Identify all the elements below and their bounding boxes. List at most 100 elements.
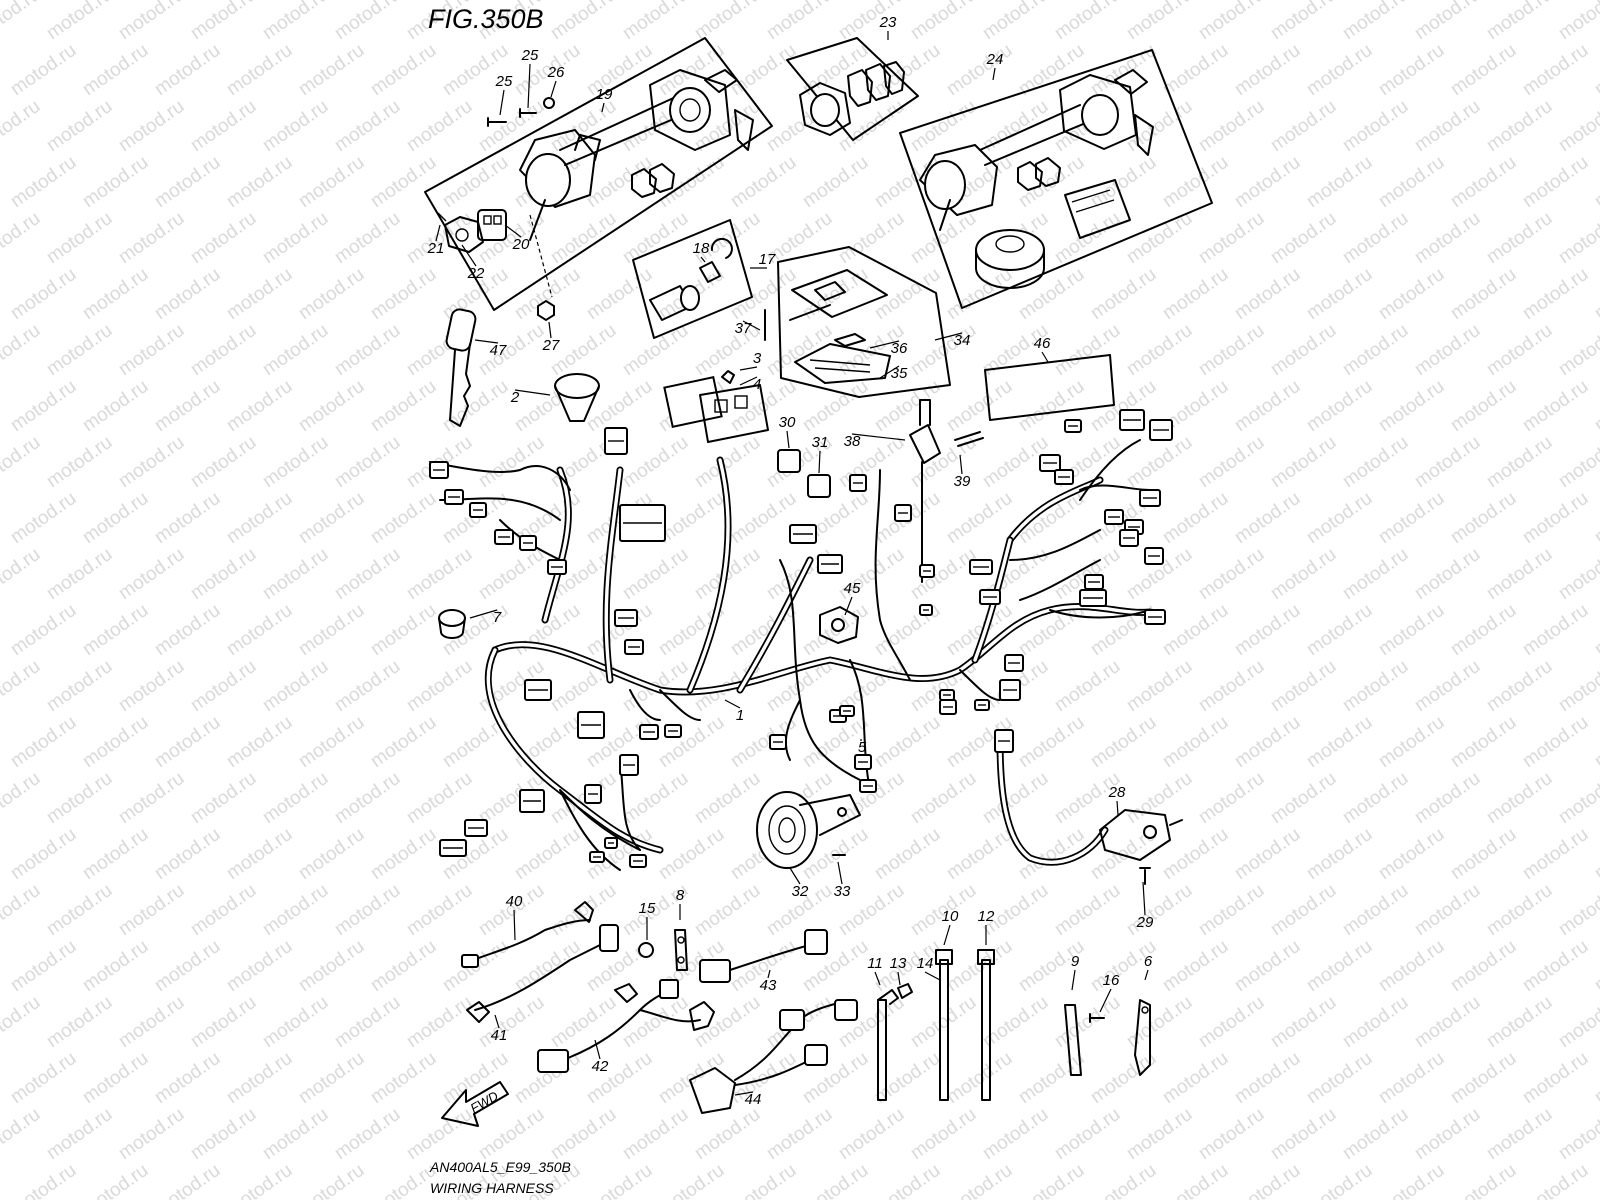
watermark-text: motod.ru — [331, 656, 404, 716]
watermark-text: motod.ru — [1231, 488, 1304, 548]
watermark-text: motod.ru — [79, 712, 152, 772]
part-2-grommet — [554, 373, 600, 422]
watermark-text: motod.ru — [295, 40, 368, 100]
watermark-text: motod.ru — [331, 768, 404, 828]
watermark-text: motod.ru — [43, 432, 116, 492]
callout-33: 33 — [834, 883, 851, 900]
watermark-text: motod.ru — [151, 376, 224, 436]
watermark-text: motod.ru — [619, 208, 692, 268]
watermark-text: motod.ru — [583, 1160, 656, 1200]
watermark-text: motod.ru — [619, 432, 692, 492]
watermark-text: motod.ru — [1195, 880, 1268, 940]
callout-leader-39 — [959, 454, 963, 475]
watermark-text: motod.ru — [1483, 880, 1556, 940]
watermark-text: motod.ru — [43, 768, 116, 828]
watermark-text: motod.ru — [1303, 712, 1376, 772]
callout-30: 30 — [779, 414, 796, 431]
callout-25: 25 — [521, 47, 539, 64]
watermark-text: motod.ru — [187, 880, 260, 940]
watermark-text: motod.ru — [1555, 1104, 1600, 1164]
watermark-text: motod.ru — [295, 1048, 368, 1108]
watermark-text: motod.ru — [1303, 1048, 1376, 1108]
watermark-text: motod.ru — [7, 40, 80, 100]
callout-13: 13 — [890, 955, 907, 972]
callout-leader-1 — [724, 699, 741, 709]
watermark-text: motod.ru — [0, 1104, 44, 1164]
watermark-text: motod.ru — [439, 40, 512, 100]
watermark-text: motod.ru — [79, 376, 152, 436]
callout-38: 38 — [844, 433, 861, 450]
watermark-text: motod.ru — [79, 264, 152, 324]
watermark-text: motod.ru — [259, 544, 332, 604]
watermark-text: motod.ru — [1519, 488, 1592, 548]
watermark-text: motod.ru — [1267, 208, 1340, 268]
watermark-text: motod.ru — [1195, 1104, 1268, 1164]
watermark-text: motod.ru — [1411, 768, 1484, 828]
watermark-text: motod.ru — [1411, 320, 1484, 380]
callout-leader-9 — [1071, 969, 1076, 991]
callout-10: 10 — [942, 908, 959, 925]
watermark-text: motod.ru — [115, 432, 188, 492]
callout-leader-27 — [548, 321, 552, 339]
callout-leader-18 — [700, 256, 706, 263]
watermark-text: motod.ru — [0, 320, 44, 380]
watermark-text: motod.ru — [1375, 1160, 1448, 1200]
watermark-text: motod.ru — [1591, 1160, 1600, 1200]
callout-35: 35 — [891, 365, 908, 382]
watermark-text: motod.ru — [619, 0, 692, 44]
watermark-text: motod.ru — [1375, 152, 1448, 212]
watermark-text: motod.ru — [7, 712, 80, 772]
watermark-text: motod.ru — [1231, 1160, 1304, 1200]
watermark-text: motod.ru — [403, 656, 476, 716]
watermark-text: motod.ru — [1483, 1104, 1556, 1164]
watermark-text: motod.ru — [979, 768, 1052, 828]
callout-24: 24 — [986, 51, 1004, 68]
watermark-text: motod.ru — [0, 208, 44, 268]
callout-29: 29 — [1136, 914, 1154, 931]
watermark-text: motod.ru — [223, 1048, 296, 1108]
part-7-clamp — [438, 609, 466, 639]
watermark-text: motod.ru — [0, 0, 44, 44]
watermark-text: motod.ru — [907, 544, 980, 604]
watermark-text: motod.ru — [115, 544, 188, 604]
watermark-text: motod.ru — [655, 1160, 728, 1200]
watermark-text: motod.ru — [1591, 376, 1600, 436]
watermark-text: motod.ru — [1375, 488, 1448, 548]
callout-42: 42 — [592, 1058, 609, 1075]
watermark-text: motod.ru — [1591, 1048, 1600, 1108]
watermark-text: motod.ru — [403, 544, 476, 604]
watermark-text: motod.ru — [115, 320, 188, 380]
watermark-text: motod.ru — [1267, 96, 1340, 156]
callout-5: 5 — [858, 739, 867, 756]
watermark-text: motod.ru — [547, 1104, 620, 1164]
watermark-text: motod.ru — [1015, 1160, 1088, 1200]
watermark-text: motod.ru — [1447, 488, 1520, 548]
watermark-text: motod.ru — [1483, 96, 1556, 156]
watermark-text: motod.ru — [1159, 712, 1232, 772]
watermark-text: motod.ru — [691, 208, 764, 268]
watermark-text: motod.ru — [547, 208, 620, 268]
watermark-text: motod.ru — [0, 656, 44, 716]
watermark-text: motod.ru — [259, 208, 332, 268]
callout-47: 47 — [490, 342, 507, 359]
watermark-text: motod.ru — [1303, 264, 1376, 324]
watermark-text: motod.ru — [331, 1104, 404, 1164]
watermark-text: motod.ru — [367, 488, 440, 548]
watermark-text: motod.ru — [1195, 96, 1268, 156]
watermark-text: motod.ru — [79, 824, 152, 884]
watermark-text: motod.ru — [547, 0, 620, 44]
watermark-text: motod.ru — [1015, 264, 1088, 324]
callout-32: 32 — [792, 883, 809, 900]
watermark-text: motod.ru — [1339, 320, 1412, 380]
watermark-text: motod.ru — [1267, 320, 1340, 380]
callout-leader-38 — [851, 433, 906, 441]
watermark-text: motod.ru — [1519, 936, 1592, 996]
watermark-text: motod.ru — [1519, 824, 1592, 884]
watermark-text: motod.ru — [727, 1160, 800, 1200]
watermark-text: motod.ru — [0, 880, 44, 940]
watermark-text: motod.ru — [295, 936, 368, 996]
watermark-text: motod.ru — [187, 432, 260, 492]
watermark-text: motod.ru — [979, 1104, 1052, 1164]
callout-21: 21 — [427, 240, 445, 257]
